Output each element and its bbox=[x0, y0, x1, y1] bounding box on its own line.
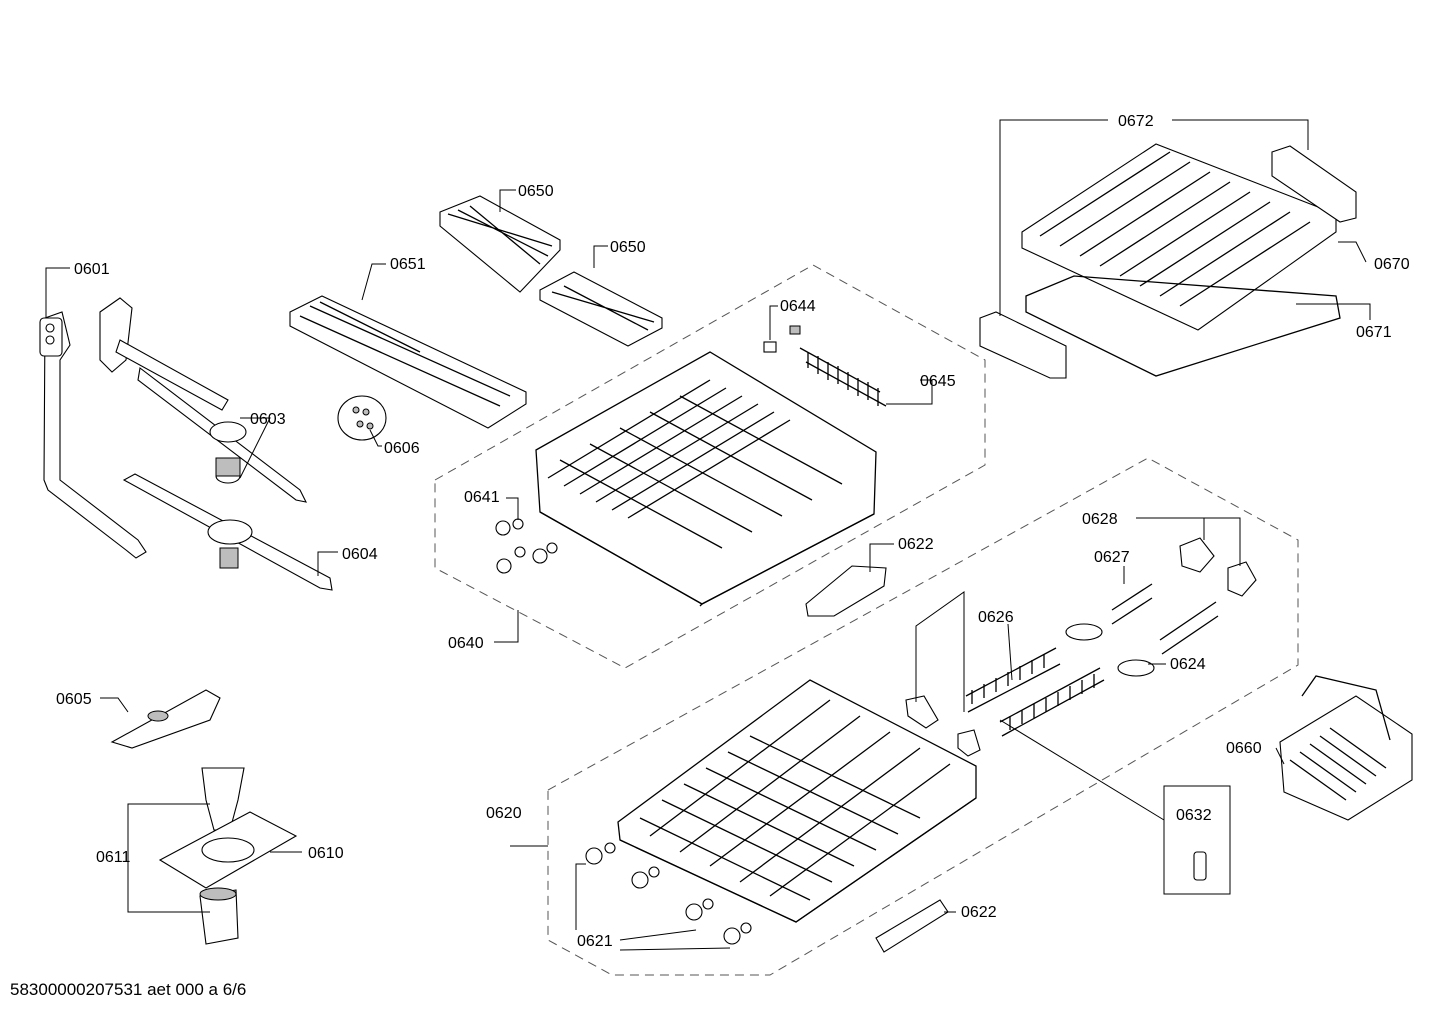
callout-0601: 0601 bbox=[74, 261, 110, 278]
upper-basket-assembly-outline bbox=[434, 264, 986, 669]
callout-0611: 0611 bbox=[96, 849, 131, 866]
leader-0632 bbox=[999, 719, 1165, 821]
callout-0621: 0621 bbox=[577, 933, 613, 950]
callout-0606: 0606 bbox=[384, 440, 420, 457]
leader-0611 bbox=[127, 803, 210, 913]
leader-0628 bbox=[915, 591, 965, 712]
leader-0626 bbox=[1007, 623, 1013, 681]
callout-0627: 0627 bbox=[1094, 549, 1130, 566]
callout-0640: 0640 bbox=[448, 635, 484, 652]
callout-0624: 0624 bbox=[1170, 656, 1206, 673]
leader-0670 bbox=[1338, 241, 1367, 263]
callout-0604: 0604 bbox=[342, 546, 378, 563]
callout-0641: 0641 bbox=[464, 489, 500, 506]
leader-0644 bbox=[769, 305, 778, 340]
upper-basket-part bbox=[535, 351, 877, 607]
cutlery-tray-insert-part bbox=[289, 295, 527, 429]
callout-0651: 0651 bbox=[390, 256, 426, 273]
cup-rack-part bbox=[799, 347, 887, 407]
callout-0660: 0660 bbox=[1226, 740, 1262, 757]
callout-0672: 0672 bbox=[1118, 113, 1154, 130]
tine-racks-part bbox=[905, 537, 1257, 757]
callout-0620: 0620 bbox=[486, 805, 522, 822]
leader-0606 bbox=[369, 429, 382, 447]
callout-0626: 0626 bbox=[978, 609, 1014, 626]
leader-0660 bbox=[1275, 747, 1285, 765]
leader-0605 bbox=[100, 697, 129, 713]
lower-handle-part bbox=[875, 899, 949, 953]
microfilter-cover-part bbox=[110, 689, 221, 749]
leader-0672b bbox=[1172, 119, 1309, 150]
lower-basket-part bbox=[617, 679, 977, 923]
callout-0645: 0645 bbox=[920, 373, 956, 390]
upper-basket-roller-part bbox=[495, 518, 558, 574]
leader-0650a bbox=[499, 189, 516, 212]
leader-0621 bbox=[575, 863, 586, 930]
leader-0621c bbox=[619, 947, 731, 951]
upper-spray-arm-part bbox=[99, 297, 307, 503]
cutlery-basket-part bbox=[1279, 675, 1413, 821]
callout-0622-lower: 0622 bbox=[961, 904, 997, 921]
clip-part bbox=[763, 325, 801, 353]
callout-0628: 0628 bbox=[1082, 511, 1118, 528]
leader-0672 bbox=[999, 119, 1108, 316]
drawing-number: 58300000207531 aet 000 a 6/6 bbox=[10, 980, 247, 999]
leader-0651 bbox=[361, 263, 386, 301]
leader-0603 bbox=[239, 417, 271, 479]
callout-0632: 0632 bbox=[1176, 807, 1212, 824]
callout-0670: 0670 bbox=[1374, 256, 1410, 273]
callout-0671: 0671 bbox=[1356, 324, 1392, 341]
pin-detail-box bbox=[1163, 785, 1231, 895]
leader-0601 bbox=[45, 267, 70, 318]
callout-0605: 0605 bbox=[56, 691, 92, 708]
leader-0671 bbox=[1296, 303, 1371, 320]
spray-pipe-part bbox=[39, 311, 147, 559]
callout-0650-second: 0650 bbox=[610, 239, 646, 256]
filter-set-part bbox=[158, 767, 298, 945]
leader-0604 bbox=[317, 551, 338, 576]
leader-0641 bbox=[506, 497, 519, 520]
leader-0645 bbox=[886, 379, 933, 405]
callout-0603: 0603 bbox=[250, 411, 286, 428]
callout-0622-upper: 0622 bbox=[898, 536, 934, 553]
callout-0644: 0644 bbox=[780, 298, 816, 315]
leader-0621b bbox=[619, 929, 697, 941]
callout-0610: 0610 bbox=[308, 845, 344, 862]
leader-0622a bbox=[869, 543, 894, 572]
callout-0650-top: 0650 bbox=[518, 183, 554, 200]
side-rack-insert-part bbox=[439, 195, 663, 347]
pin-part bbox=[1193, 851, 1207, 881]
leader-0650b bbox=[593, 245, 608, 268]
round-filter-disc-part bbox=[337, 395, 387, 441]
lower-basket-roller-part bbox=[585, 842, 752, 945]
leader-0628b bbox=[1136, 517, 1241, 566]
upper-handle-part bbox=[805, 565, 887, 617]
cutlery-drawer-part bbox=[979, 143, 1357, 379]
lower-spray-arm-part bbox=[122, 473, 333, 591]
leader-0640 bbox=[494, 610, 519, 643]
